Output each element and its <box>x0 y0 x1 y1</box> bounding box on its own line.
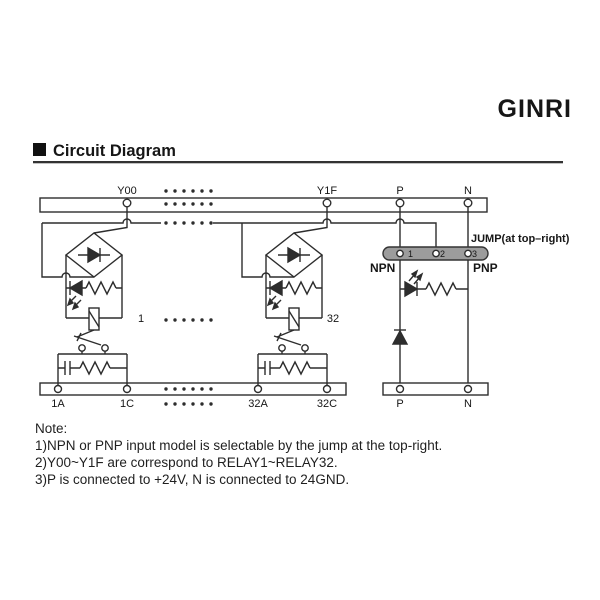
jump-pin-1 <box>396 249 404 258</box>
terminal-n-bottom <box>463 384 473 394</box>
power-rails <box>399 260 469 383</box>
terminal-label-n-top: N <box>464 185 472 197</box>
terminal-n-top <box>463 198 473 208</box>
relay-number-1: 1 <box>138 313 144 325</box>
relay-number-32: 32 <box>327 313 339 325</box>
pn-drop-wires <box>399 207 469 247</box>
jump-pin-label-2: 2 <box>440 249 445 259</box>
note-item-2: 2)Y00~Y1F are correspond to RELAY1~RELAY… <box>35 455 338 470</box>
relay-cell-1 <box>41 198 132 394</box>
terminal-p-top <box>395 198 405 208</box>
jump-pin-2 <box>432 249 440 258</box>
note-item-1: 1)NPN or PNP input model is selectable b… <box>35 438 442 453</box>
section-title: Circuit Diagram <box>53 142 176 160</box>
mode-label-pnp: PNP <box>473 261 498 275</box>
terminal-label-p-top: P <box>396 185 403 197</box>
jump-pin-label-1: 1 <box>408 249 413 259</box>
section-marker <box>33 143 46 156</box>
diode-icon <box>391 329 409 345</box>
top-bus-bar <box>39 197 488 213</box>
note-item-3: 3)P is connected to +24V, N is connected… <box>35 472 349 487</box>
continuation-dots <box>164 189 213 406</box>
terminal-label-32c: 32C <box>317 398 337 410</box>
section-underline <box>33 161 563 164</box>
circuit-artwork <box>39 197 489 396</box>
bottom-right-bus-bar <box>382 382 489 396</box>
brand-logo: GINRI <box>498 95 572 123</box>
terminal-label-32a: 32A <box>248 398 268 410</box>
terminal-label-n-bottom: N <box>464 398 472 410</box>
terminal-label-y00: Y00 <box>117 185 137 197</box>
mode-label-npn: NPN <box>370 261 395 275</box>
terminal-label-1a: 1A <box>51 398 65 410</box>
terminal-p-bottom <box>395 384 405 394</box>
terminal-label-p-bottom: P <box>396 398 403 410</box>
terminal-label-y1f: Y1F <box>317 185 337 197</box>
note-heading: Note: <box>35 421 67 436</box>
indicator-led-icon <box>404 280 419 298</box>
terminal-label-1c: 1C <box>120 398 134 410</box>
jump-pin-label-3: 3 <box>472 249 477 259</box>
common-wire <box>42 218 437 247</box>
relay-cell-32 <box>241 198 332 394</box>
jump-pin-3 <box>464 249 472 258</box>
jump-label: JUMP(at top–right) <box>471 233 570 245</box>
